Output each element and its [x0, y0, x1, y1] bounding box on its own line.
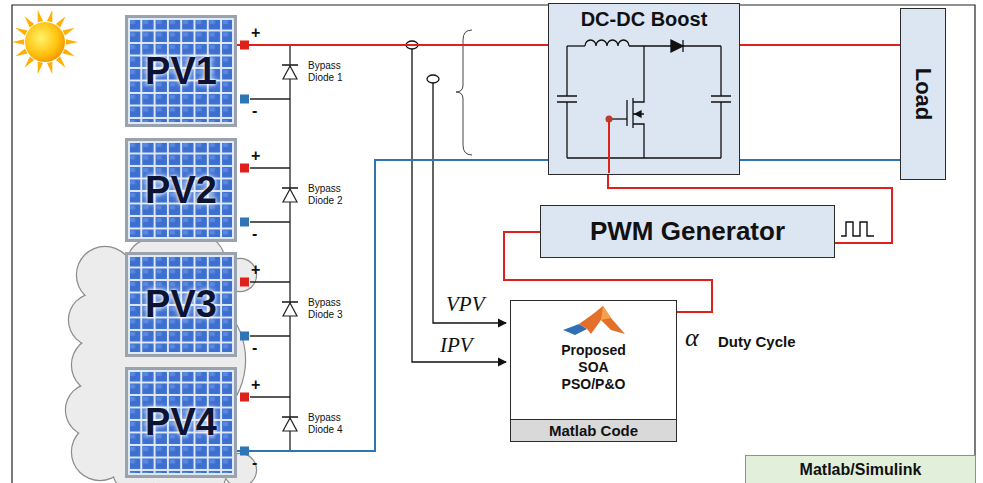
node-label: Load	[910, 68, 936, 121]
node-label: PV3	[145, 283, 217, 326]
pwm-box: PWM Generator	[540, 205, 835, 258]
matlab-logo	[561, 304, 627, 340]
code-bar-label: Matlab Code	[511, 419, 676, 441]
pulse-symbol	[841, 222, 874, 236]
sun-icon	[12, 10, 78, 74]
sensing-lines	[406, 41, 506, 362]
terminal-sign: -	[252, 455, 257, 471]
node-label: Proposed SOA PSO/P&O	[552, 342, 636, 393]
pv-panel: PV1	[125, 15, 237, 127]
diode-label: Bypass Diode 3	[308, 297, 354, 321]
pv-panel: PV4	[125, 367, 237, 478]
brace	[456, 30, 472, 155]
wire-connector	[237, 160, 548, 451]
node-label: DC-DC Boost	[581, 8, 708, 31]
signal-name: VPV	[446, 292, 484, 317]
wire-connector	[237, 44, 548, 46]
wire-connector	[740, 159, 900, 161]
node-label: Matlab/Simulink	[800, 461, 922, 479]
terminal-sign: -	[252, 340, 257, 356]
bypass-diode-string	[240, 41, 298, 456]
node-label: PV1	[145, 50, 217, 93]
terminal-sign: +	[251, 25, 260, 41]
node-label: PV2	[145, 169, 217, 212]
signal-label: Duty Cycle	[718, 333, 796, 350]
cloud-shape	[65, 235, 257, 483]
diode-label: Bypass Diode 2	[308, 183, 354, 207]
wire-connector	[740, 44, 900, 46]
pv-panel: PV2	[125, 138, 237, 242]
terminal-sign: +	[251, 148, 260, 164]
node-label: PV4	[145, 401, 217, 444]
converter-box: DC-DC Boost	[548, 3, 740, 175]
terminal-sign: +	[251, 262, 260, 278]
pv-panel: PV3	[125, 252, 237, 357]
load-box: Load	[900, 8, 946, 180]
frame	[12, 5, 975, 483]
terminal-sign: -	[252, 103, 257, 119]
signal-name: IPV	[440, 333, 473, 358]
signal-name: α	[685, 323, 699, 353]
platform-box: Matlab/Simulink	[745, 455, 976, 483]
controller-box: Proposed SOA PSO/P&O Matlab Code	[510, 300, 677, 442]
terminal-sign: +	[251, 377, 260, 393]
terminal-sign: -	[252, 226, 257, 242]
node-label: PWM Generator	[590, 216, 785, 247]
diode-label: Bypass Diode 1	[308, 60, 354, 84]
diode-label: Bypass Diode 4	[308, 412, 354, 436]
